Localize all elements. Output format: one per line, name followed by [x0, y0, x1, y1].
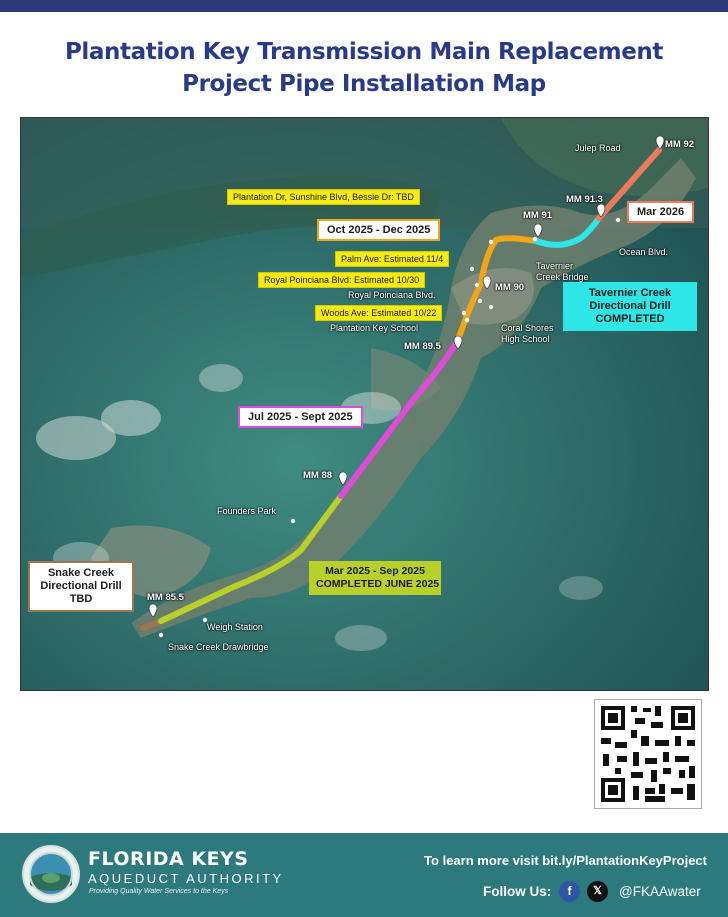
segment-oct-2025: [455, 235, 539, 343]
snake-line-3: TBD: [69, 593, 93, 605]
tavernier-line-1: Tavernier Creek: [588, 287, 672, 299]
segment-snake-creek: [140, 618, 164, 631]
x-twitter-icon[interactable]: 𝕏: [587, 881, 608, 902]
segment-mar-2026: [596, 147, 662, 221]
top-bar: [0, 0, 728, 12]
phase-oct-dec-2025: Oct 2025 - Dec 2025: [317, 219, 441, 241]
fkaa-logo: [22, 845, 80, 903]
facebook-icon[interactable]: f: [559, 881, 580, 902]
snake-line-1: Snake Creek: [47, 567, 115, 579]
label-julep-road: Julep Road: [575, 143, 621, 153]
label-mm855: MM 85.5: [147, 592, 184, 603]
org-name-line-1: FLORIDA KEYS: [88, 848, 249, 870]
mar25-line-1: Mar 2025 - Sep 2025: [325, 565, 425, 577]
org-tagline: Providing Quality Water Services to the …: [89, 888, 229, 895]
footer: FLORIDA KEYS AQUEDUCT AUTHORITY Providin…: [0, 833, 728, 917]
label-coral-shores-high-school: Coral Shores High School: [501, 323, 554, 344]
note-woods-ave: Woods Ave: Estimated 10/22: [315, 305, 443, 321]
phase-mar-sep-2025: Mar 2025 - Sep 2025 COMPLETED JUNE 2025: [309, 561, 441, 595]
pin-mm90: [482, 275, 492, 290]
label-founders-park: Founders Park: [217, 506, 277, 516]
pin-mm855: [148, 603, 158, 618]
qr-code[interactable]: [594, 699, 702, 809]
label-mm90: MM 90: [495, 282, 525, 293]
pin-mm91: [533, 223, 543, 238]
follow-us-label: Follow Us:: [483, 884, 552, 899]
phase-mar-2026: Mar 2026: [627, 201, 695, 223]
pin-mm895: [453, 335, 463, 350]
phase-tavernier-drill: Tavernier Creek Directional Drill COMPLE…: [563, 282, 697, 331]
tavernier-line-3: COMPLETED: [595, 313, 665, 325]
label-mm895: MM 89.5: [404, 341, 441, 352]
pin-mm913: [596, 203, 606, 218]
snake-line-2: Directional Drill: [40, 580, 122, 592]
phase-snake-creek-drill: Snake Creek Directional Drill TBD: [28, 561, 134, 612]
tavernier-line-2: Directional Drill: [589, 300, 671, 312]
label-mm88: MM 88: [303, 470, 333, 481]
label-plantation-key-school: Plantation Key School: [330, 323, 419, 333]
note-plantation-dr: Plantation Dr, Sunshine Blvd, Bessie Dr:…: [227, 189, 420, 205]
learn-more-link[interactable]: To learn more visit bit.ly/PlantationKey…: [424, 853, 707, 868]
page-title: Plantation Key Transmission Main Replace…: [64, 39, 664, 97]
label-mm92: MM 92: [665, 139, 695, 150]
fkaa-logo-graphic: [29, 852, 73, 896]
segment-tavernier: [533, 215, 602, 248]
phase-jul-sept-2025: Jul 2025 - Sept 2025: [238, 406, 363, 428]
social-handle[interactable]: @FKAAwater: [619, 884, 701, 899]
segment-jul-2025: [338, 337, 461, 499]
label-weigh-station: Weigh Station: [207, 622, 263, 632]
note-palm-ave: Palm Ave: Estimated 11/4: [335, 251, 450, 267]
segment-mar-2025: [158, 493, 344, 624]
mar25-line-2: COMPLETED JUNE 2025: [316, 578, 440, 590]
label-mm913: MM 91.3: [566, 194, 603, 205]
label-royal-poinciana-blvd: Royal Poinciana Blvd.: [348, 290, 436, 300]
qr-code-graphic: [595, 700, 701, 808]
note-royal-poinciana: Royal Poinciana Blvd: Estimated 10/30: [258, 272, 426, 288]
map-background: [21, 118, 708, 690]
label-tavernier-creek-bridge: Tavernier Creek Bridge: [536, 261, 589, 282]
pin-mm88: [338, 471, 348, 486]
label-snake-creek-drawbridge: Snake Creek Drawbridge: [168, 642, 269, 652]
project-map: MM 92 MM 91.3 MM 91 MM 90 MM 89.5 MM 88 …: [20, 117, 709, 691]
label-ocean-blvd: Ocean Blvd.: [619, 247, 669, 257]
label-mm91: MM 91: [523, 210, 553, 221]
org-name-line-2: AQUEDUCT AUTHORITY: [88, 871, 284, 886]
pin-mm92: [655, 135, 665, 150]
